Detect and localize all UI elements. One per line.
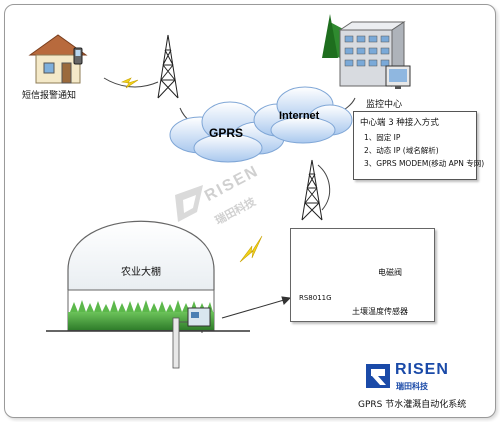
arrow-to-devices xyxy=(221,296,292,319)
system-title: GPRS 节水灌溉自动化系统 xyxy=(358,400,467,410)
access-methods-box: 中心端 3 种接入方式 1、固定 IP 2、动态 IP (域名解析) 3、GPR… xyxy=(353,111,485,180)
tower-icon xyxy=(157,34,179,99)
brand-cn-name: 瑞田科技 xyxy=(396,382,428,391)
access-method-item: 3、GPRS MODEM(移动 APN 专网) xyxy=(364,159,485,168)
brand-name: RISEN xyxy=(395,361,449,378)
access-method-item: 2、动态 IP (域名解析) xyxy=(364,146,439,155)
access-methods-title: 中心端 3 种接入方式 xyxy=(360,118,439,128)
greenhouse-label: 农业大棚 xyxy=(121,267,161,278)
house-icon xyxy=(28,34,88,84)
monitor-center-icon xyxy=(322,14,411,89)
soil-sensor-label: 土壤温度传感器 xyxy=(352,307,408,316)
access-method-item: 1、固定 IP xyxy=(364,133,401,142)
tower-icon xyxy=(301,159,323,221)
gprs-cloud xyxy=(169,101,285,163)
brand-logo xyxy=(366,364,390,388)
solenoid-valve-label: 电磁阀 xyxy=(378,268,402,277)
sms-alarm-label: 短信报警通知 xyxy=(22,91,77,101)
monitor-center-label: 监控中心 xyxy=(366,100,403,110)
lightning-icon xyxy=(120,77,263,263)
gprs-label: GPRS xyxy=(209,126,244,140)
devices-box xyxy=(290,228,435,322)
rtu-box-icon xyxy=(187,307,211,327)
diagram-frame xyxy=(4,4,496,418)
rtu-model-label: RS8011G xyxy=(299,294,332,302)
watermark-logo xyxy=(175,185,203,222)
internet-cloud xyxy=(253,86,353,144)
internet-label: Internet xyxy=(279,110,320,122)
